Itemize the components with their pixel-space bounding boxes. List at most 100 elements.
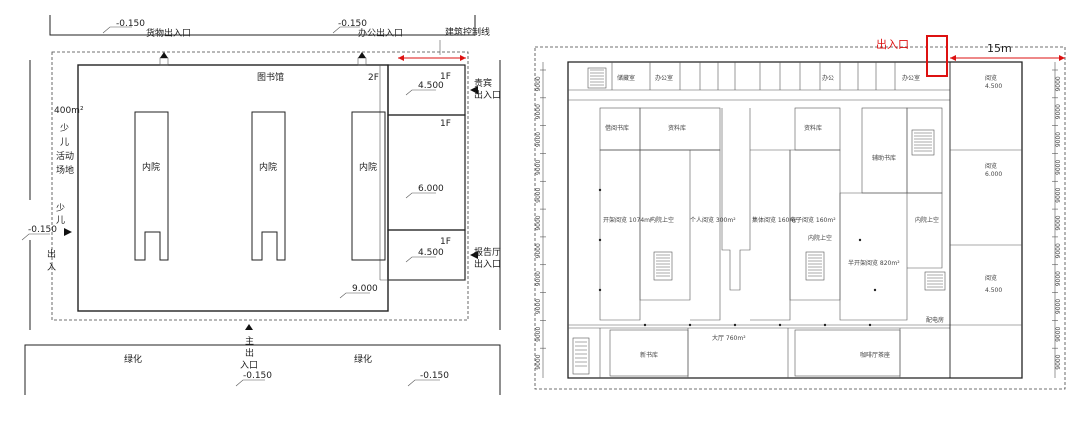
elevation-mark-top-left: -0.150 bbox=[102, 19, 145, 34]
room-label: 资料库 bbox=[804, 124, 822, 132]
arrow-head-left-icon bbox=[398, 55, 404, 61]
elevation-mark-bottom-left: -0.150 bbox=[235, 371, 272, 387]
elevation-mark-left: -0.150 bbox=[21, 225, 57, 241]
courtyard-3-outline bbox=[351, 111, 386, 261]
room-label: 资料库 bbox=[668, 124, 686, 132]
room-label: 办公室 bbox=[655, 74, 673, 82]
report-hall-label: 报告厅 bbox=[474, 246, 501, 258]
elevation-text: -0.150 bbox=[116, 19, 145, 29]
vip-entrance-label: 贵宾 bbox=[474, 77, 492, 89]
courtyard-1-label: 内院 bbox=[142, 161, 160, 173]
row-dimension-label: 9000 bbox=[1055, 243, 1062, 258]
road-top bbox=[49, 15, 476, 36]
floor-plan-boundary bbox=[534, 46, 1066, 390]
kids-entrance-label-4: 入 bbox=[47, 262, 56, 273]
elev-6000: 6.000 bbox=[405, 184, 444, 199]
room-label: 新书库 bbox=[640, 351, 658, 359]
building-control-line bbox=[51, 51, 469, 321]
svg-text:4.500: 4.500 bbox=[418, 81, 444, 91]
row-dimension-label: 9000 bbox=[535, 354, 542, 369]
elev-4500-a: 4.500 bbox=[405, 81, 444, 96]
control-line-label: 建筑控制线 bbox=[445, 26, 490, 38]
row-dimension-label: 9000 bbox=[1055, 160, 1062, 175]
row-dimension-label: 9000 bbox=[1055, 76, 1062, 91]
elev-9000: 9.000 bbox=[339, 284, 378, 299]
row-dimension-label: 9000 bbox=[1055, 299, 1062, 314]
office-stub bbox=[357, 57, 367, 66]
main-entrance-label-2: 出 bbox=[245, 347, 254, 359]
kids-area-label-5: 场地 bbox=[56, 164, 74, 176]
row-dimension-label: 9000 bbox=[535, 299, 542, 314]
report-entrance-icon bbox=[470, 251, 478, 259]
kids-area-label-1: 400m² bbox=[54, 106, 84, 116]
kids-entrance-label-3: 出 bbox=[47, 248, 56, 260]
main-entrance-label-3: 入口 bbox=[240, 360, 258, 371]
room-label: 办公 bbox=[822, 74, 834, 82]
room-label: 集体阅览 160m² bbox=[752, 216, 798, 224]
row-dimension-label: 9000 bbox=[535, 243, 542, 258]
stair-icons bbox=[572, 67, 946, 375]
room-label: 借阅书库 bbox=[605, 124, 629, 132]
room-label: 储藏室 bbox=[617, 74, 635, 82]
cargo-stub bbox=[159, 57, 169, 66]
wing-middle bbox=[387, 114, 466, 231]
room-label: 4.500 bbox=[985, 83, 1002, 90]
floor-plan-outline bbox=[567, 61, 1023, 379]
cargo-entrance-label: 货物出入口 bbox=[146, 27, 191, 39]
room-label: 4.500 bbox=[985, 287, 1002, 294]
arrow-head-right-icon bbox=[460, 55, 466, 61]
kids-area-label-3: 儿 bbox=[60, 137, 69, 148]
main-entrance-icon bbox=[245, 324, 253, 330]
entrance-label: 出入口 bbox=[876, 37, 909, 51]
elev-4500-b: 4.500 bbox=[405, 248, 444, 263]
courtyard-3-label: 内院 bbox=[359, 161, 377, 173]
row-dimensions-left: 9000900090009000900090009000900090009000… bbox=[535, 69, 546, 370]
kids-area-label-2: 少 bbox=[60, 123, 69, 134]
row-dimension-label: 9000 bbox=[535, 326, 542, 341]
room-label: 辅助书库 bbox=[872, 154, 896, 162]
distance-label: 15m bbox=[987, 42, 1012, 55]
room-label: 大厅 760m² bbox=[712, 334, 746, 342]
column-grid bbox=[598, 188, 877, 327]
elevation-text: -0.150 bbox=[420, 371, 449, 381]
room-label: 阅览 bbox=[985, 274, 997, 282]
elevation-text: -0.150 bbox=[338, 19, 367, 29]
kids-entrance-icon bbox=[64, 228, 72, 236]
svg-text:9.000: 9.000 bbox=[352, 284, 378, 294]
library-building bbox=[77, 64, 389, 312]
courtyard-2-label: 内院 bbox=[259, 161, 277, 173]
row-dimension-label: 9000 bbox=[1055, 326, 1062, 341]
room-label: 内院上空 bbox=[650, 216, 674, 224]
elevation-text: -0.150 bbox=[243, 371, 272, 381]
elevation-mark-top-right: -0.150 bbox=[332, 19, 367, 34]
entrance-highlight-box bbox=[926, 35, 948, 77]
floor-1f-label-a: 1F bbox=[440, 72, 451, 82]
courtyard-1-outline bbox=[134, 111, 169, 261]
top-rooms bbox=[611, 62, 896, 90]
room-label: 阅览 bbox=[985, 74, 997, 82]
report-hall-label-2: 出入口 bbox=[474, 258, 501, 270]
road-bottom bbox=[24, 344, 501, 395]
row-dimension-label: 9000 bbox=[1055, 271, 1062, 286]
room-label: 咖啡厅茶座 bbox=[860, 351, 890, 359]
row-dimension-label: 9000 bbox=[535, 215, 542, 230]
green-left-label: 绿化 bbox=[124, 353, 142, 365]
room-label: 6.000 bbox=[985, 171, 1002, 178]
vip-entrance-label-2: 出入口 bbox=[474, 89, 501, 101]
arrow-head-right-icon bbox=[1059, 55, 1065, 61]
left-site-plan: -0.150 -0.150 -0.150 -0.150 -0.150 货物出入口… bbox=[21, 15, 501, 395]
room-label: 阅览 bbox=[985, 162, 997, 170]
room-label: 电子阅览 160m² bbox=[790, 216, 836, 224]
vip-entrance-icon bbox=[470, 86, 478, 94]
row-dimension-label: 9000 bbox=[535, 104, 542, 119]
room-label: 内院上空 bbox=[915, 216, 939, 224]
svg-text:6.000: 6.000 bbox=[418, 184, 444, 194]
room-label: 半开架阅览 820m² bbox=[848, 259, 900, 267]
row-dimension-label: 9000 bbox=[1055, 187, 1062, 202]
row-dimension-label: 9000 bbox=[535, 160, 542, 175]
row-dimension-label: 9000 bbox=[1055, 104, 1062, 119]
elevation-mark-bottom-right: -0.150 bbox=[407, 371, 449, 387]
kids-area-label-4: 活动 bbox=[56, 150, 74, 162]
kids-entrance-label-2: 儿 bbox=[56, 215, 65, 226]
